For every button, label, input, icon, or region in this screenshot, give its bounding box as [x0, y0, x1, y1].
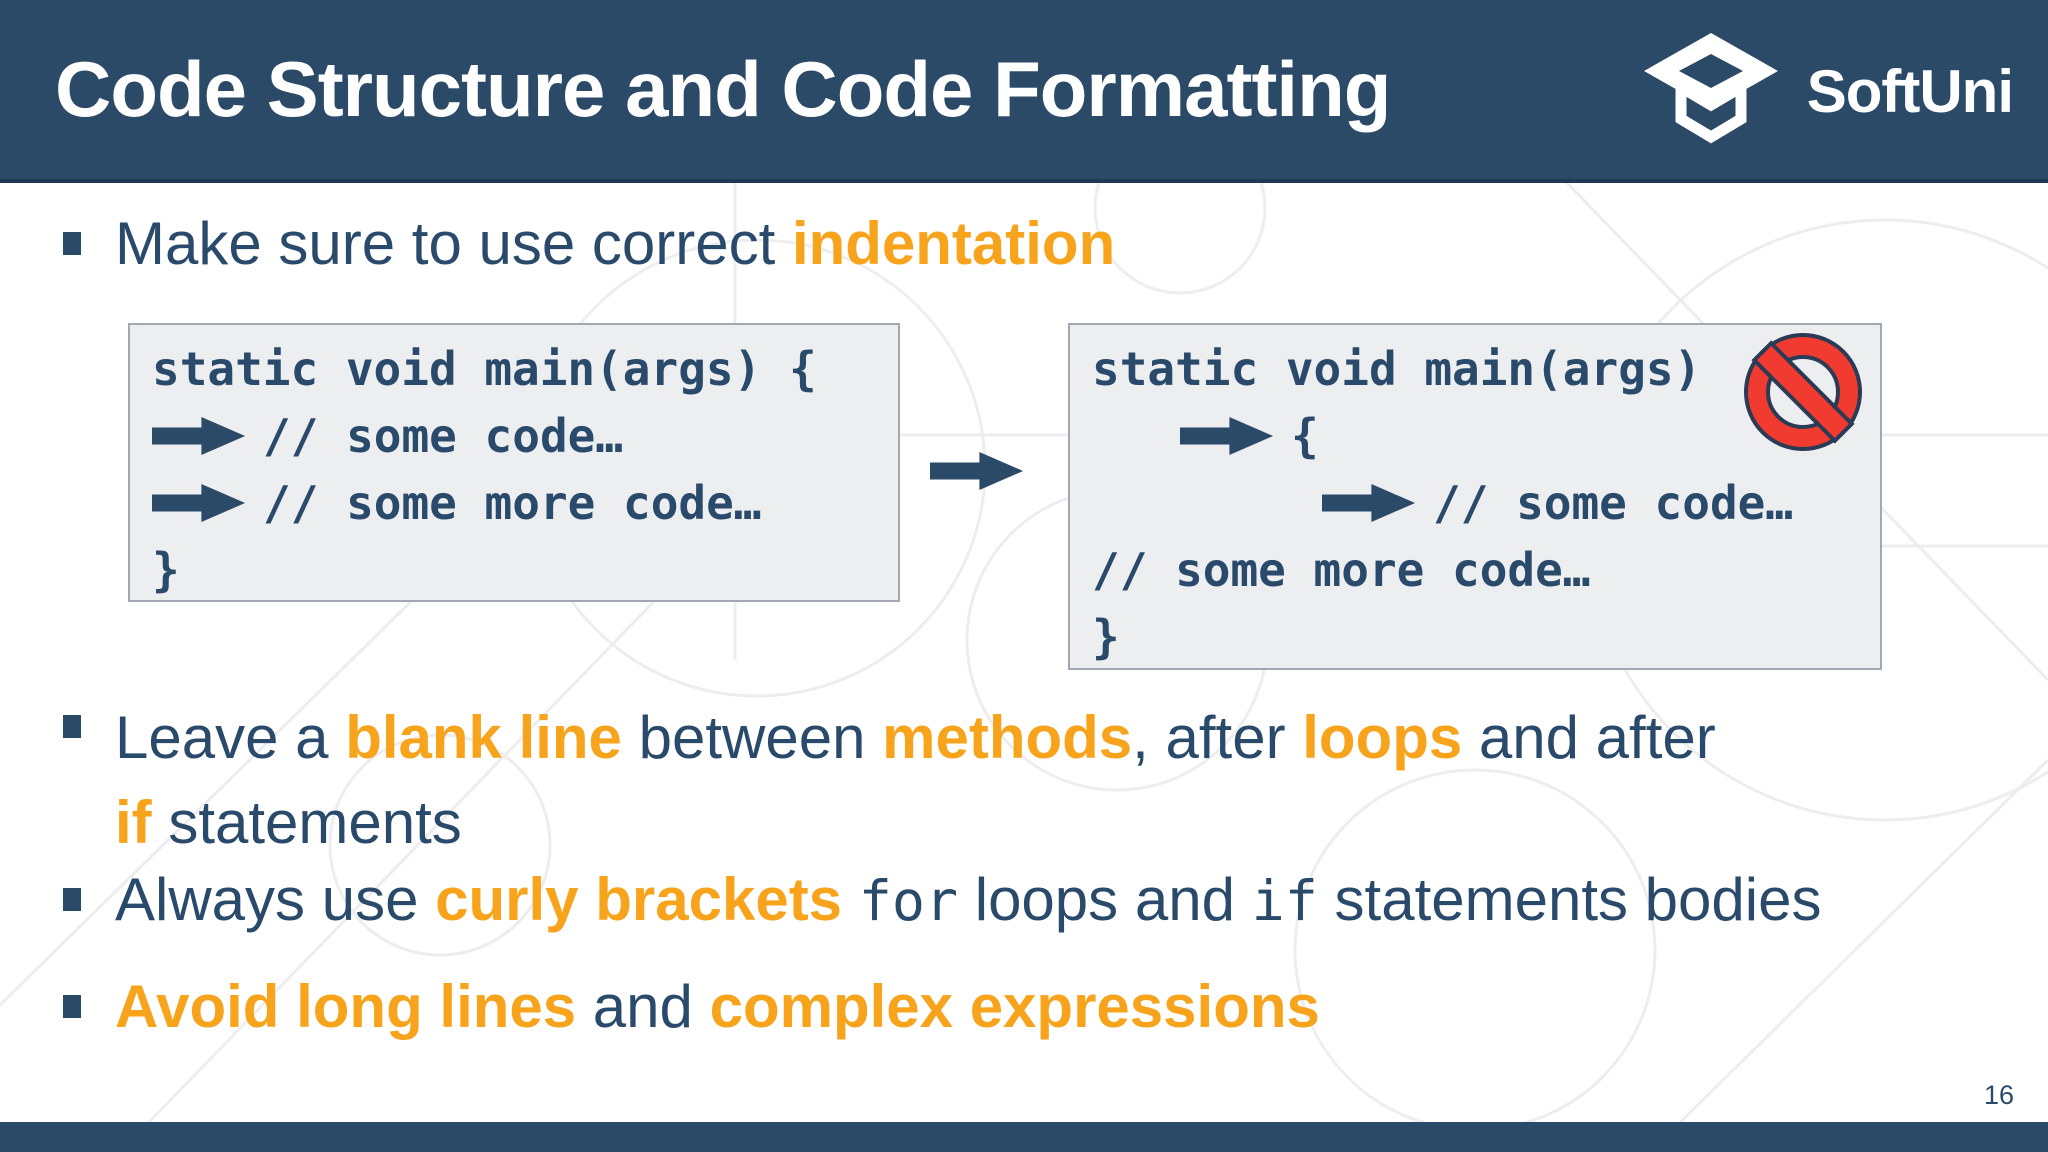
- code-line: // some more code…: [1092, 542, 1591, 597]
- bullet2-highlight: loops: [1302, 704, 1463, 771]
- bullet3-code-keyword: if: [1251, 869, 1318, 933]
- bullet3-text: Always use: [115, 866, 436, 933]
- bullet-square-icon: [63, 888, 81, 911]
- bullet2-highlight: if: [115, 789, 152, 856]
- bullet1-text: Make sure to use correct: [115, 210, 792, 277]
- bullet3-text: [842, 866, 859, 933]
- slide-title: Code Structure and Code Formatting: [55, 45, 1391, 133]
- bullet3-text: statements bodies: [1317, 866, 1822, 933]
- no-entry-icon: [1744, 332, 1862, 452]
- bullet-square-icon: [63, 232, 81, 255]
- bullet4-highlight: Avoid long lines: [115, 973, 577, 1040]
- bullet4-highlight: complex expressions: [709, 973, 1320, 1040]
- code-line: }: [1092, 609, 1120, 664]
- code-example-wrong: static void main(args) { // some code… /…: [1068, 323, 1882, 670]
- bullet2-text: Leave a: [115, 704, 346, 771]
- bullet3-highlight: curly brackets: [435, 866, 843, 933]
- bullet2-highlight: methods: [882, 704, 1133, 771]
- softuni-logo-icon: [1643, 32, 1778, 143]
- tab-arrow-icon: [152, 483, 246, 522]
- code-line: {: [1291, 408, 1319, 463]
- footer-bar: [0, 1122, 2048, 1152]
- bullet-indentation: Make sure to use correct indentation: [63, 212, 1115, 276]
- bullet2-text: , after: [1132, 704, 1303, 771]
- transform-arrow-icon: [930, 452, 1024, 490]
- bullet4-text: and: [576, 973, 710, 1040]
- code-line: static void main(args): [1092, 341, 1702, 396]
- code-line: // some more code…: [263, 475, 762, 530]
- bullet2-highlight: blank line: [345, 704, 622, 771]
- tab-arrow-icon: [152, 416, 246, 455]
- page-number: 16: [1983, 1080, 2014, 1110]
- bullet-avoid-long-lines: Avoid long lines and complex expressions: [63, 975, 1320, 1039]
- bullet2-text: statements: [151, 789, 462, 856]
- bullet3-code-keyword: for: [858, 869, 959, 933]
- bullet-square-icon: [63, 715, 81, 738]
- bullet-blank-line: Leave a blank line between methods, afte…: [63, 695, 1716, 865]
- code-line: // some code…: [1433, 475, 1794, 530]
- bullet1-highlight: indentation: [791, 210, 1116, 277]
- code-example-correct: static void main(args) { // some code… /…: [128, 323, 900, 602]
- tab-arrow-icon: [1180, 416, 1274, 455]
- bullet-square-icon: [63, 995, 81, 1018]
- code-line: // some code…: [263, 408, 624, 463]
- code-line: }: [152, 542, 180, 597]
- tab-arrow-icon: [1322, 483, 1416, 522]
- softuni-logo-text: SoftUni: [1806, 58, 2014, 125]
- softuni-logo: SoftUni: [1643, 0, 2014, 183]
- bullet2-text: between: [621, 704, 883, 771]
- bullet2-text: and after: [1462, 704, 1716, 771]
- bullet3-text: loops and: [958, 866, 1252, 933]
- bullet-curly-brackets: Always use curly brackets for loops and …: [63, 868, 1821, 933]
- code-line: static void main(args) {: [152, 341, 817, 396]
- header-bar: Code Structure and Code Formatting SoftU…: [0, 0, 2048, 183]
